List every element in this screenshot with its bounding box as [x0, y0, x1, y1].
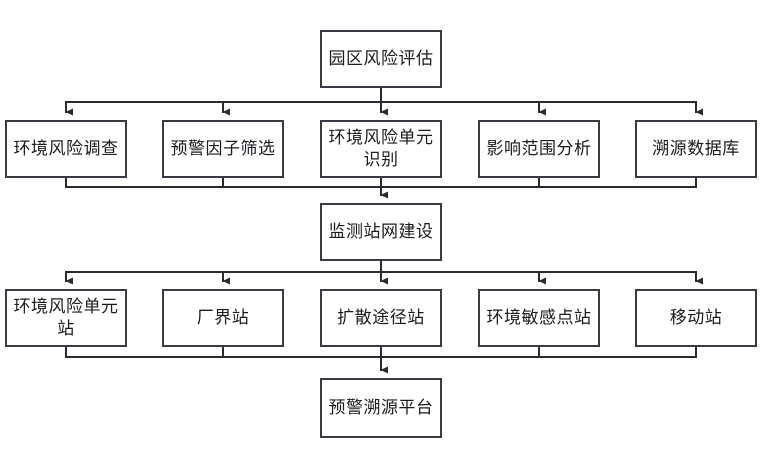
node-label: 影响范围分析	[486, 138, 592, 158]
node-plant-boundary-station[interactable]: 厂界站	[162, 289, 284, 347]
node-warning-traceability-platform[interactable]: 预警溯源平台	[320, 378, 442, 438]
node-environmental-risk-survey[interactable]: 环境风险调查	[5, 120, 127, 178]
node-label: 环境风险调查	[13, 138, 119, 158]
node-label: 预警因子筛选	[170, 138, 276, 158]
node-label: 厂界站	[196, 307, 250, 327]
node-label: 环境风险单元站	[13, 296, 119, 338]
node-label: 园区风险评估	[328, 48, 434, 68]
node-impact-range-analysis[interactable]: 影响范围分析	[478, 120, 600, 178]
node-mobile-station[interactable]: 移动站	[635, 289, 757, 347]
edge-group-analysis-to-network	[65, 177, 697, 199]
node-label: 预警溯源平台	[328, 397, 434, 417]
node-risk-unit-station[interactable]: 环境风险单元站	[5, 289, 127, 347]
node-label: 环境敏感点站	[486, 307, 592, 327]
node-label: 环境风险单元识别	[328, 127, 434, 169]
edge-group-assessment-to-analysis	[65, 87, 704, 116]
edge-group-stations-to-platform	[65, 346, 697, 374]
node-label: 溯源数据库	[652, 138, 740, 158]
node-park-risk-assessment[interactable]: 园区风险评估	[320, 30, 442, 88]
node-sensitive-point-station[interactable]: 环境敏感点站	[478, 289, 600, 347]
node-diffusion-path-station[interactable]: 扩散途径站	[320, 289, 442, 347]
node-warning-factor-screening[interactable]: 预警因子筛选	[162, 120, 284, 178]
node-traceability-database[interactable]: 溯源数据库	[635, 120, 757, 178]
node-monitoring-network-construction[interactable]: 监测站网建设	[320, 203, 442, 261]
edge-group-network-to-stations	[65, 260, 704, 285]
node-label: 移动站	[669, 307, 723, 327]
node-label: 扩散途径站	[337, 307, 425, 327]
node-risk-unit-identification[interactable]: 环境风险单元识别	[320, 120, 442, 178]
node-label: 监测站网建设	[328, 221, 434, 241]
